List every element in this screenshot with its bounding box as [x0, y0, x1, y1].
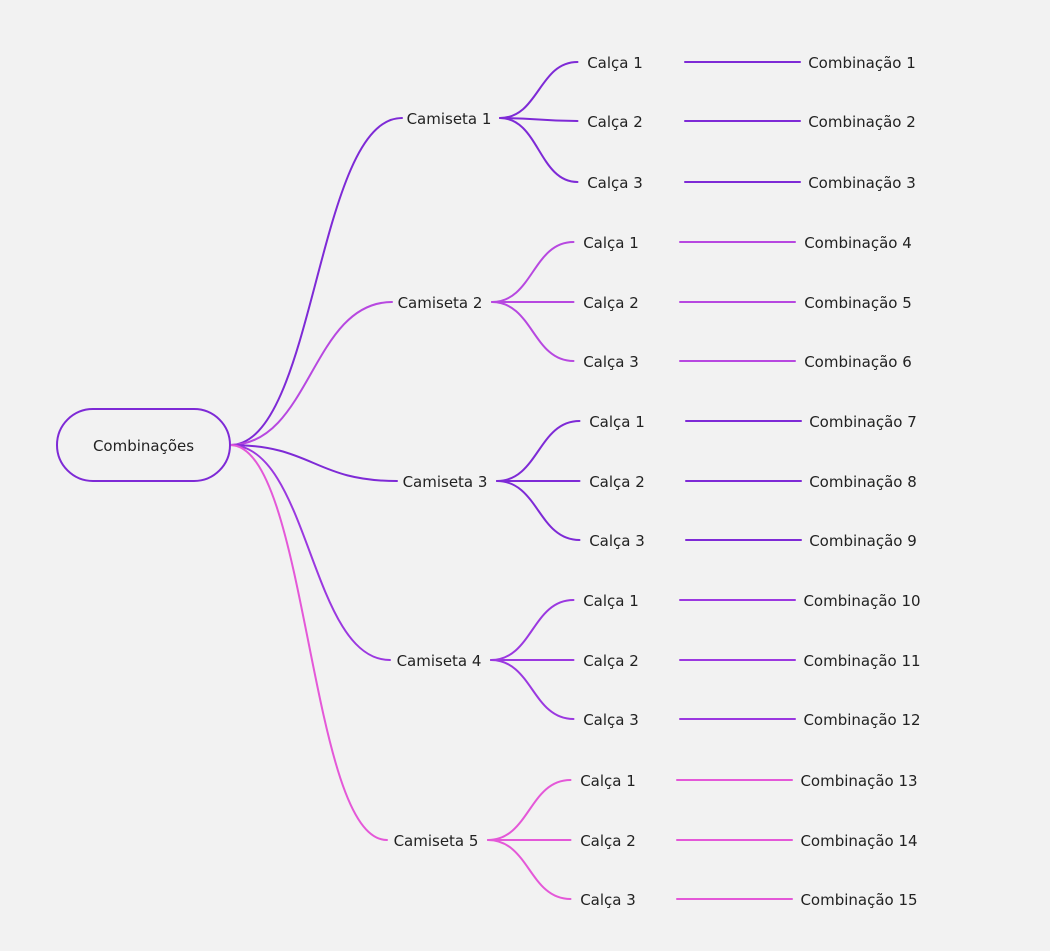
branch-label-camiseta-4[interactable]: Camiseta 4 [397, 652, 482, 670]
result-label-combinacao-4[interactable]: Combinação 4 [804, 234, 912, 252]
link-root-camiseta-3 [229, 444, 398, 482]
child-label-camiseta-4-calca-2[interactable]: Calça 2 [583, 652, 639, 670]
mind-map-links [229, 61, 802, 900]
result-label-combinacao-1[interactable]: Combinação 1 [808, 54, 916, 72]
link-camiseta-5-calca-1 [487, 779, 572, 841]
root-node-pill [56, 408, 231, 482]
result-label-combinacao-6[interactable]: Combinação 6 [804, 353, 912, 371]
child-label-camiseta-5-calca-2[interactable]: Calça 2 [580, 832, 636, 850]
result-label-combinacao-11[interactable]: Combinação 11 [803, 652, 920, 670]
child-label-camiseta-5-calca-1[interactable]: Calça 1 [580, 772, 636, 790]
branch-label-camiseta-1[interactable]: Camiseta 1 [407, 110, 492, 128]
result-label-combinacao-14[interactable]: Combinação 14 [800, 832, 917, 850]
result-label-combinacao-7[interactable]: Combinação 7 [809, 413, 917, 431]
link-camiseta-5-calca-3 [487, 839, 572, 900]
link-camiseta-1-calca-1 [499, 61, 579, 119]
child-label-camiseta-3-calca-2[interactable]: Calça 2 [589, 473, 645, 491]
branch-label-camiseta-2[interactable]: Camiseta 2 [398, 294, 483, 312]
link-root-camiseta-2 [229, 301, 393, 446]
root-node[interactable]: Combinações [56, 408, 231, 482]
result-label-combinacao-15[interactable]: Combinação 15 [800, 891, 917, 909]
child-label-camiseta-3-calca-1[interactable]: Calça 1 [589, 413, 645, 431]
result-label-combinacao-10[interactable]: Combinação 10 [803, 592, 920, 610]
child-label-camiseta-1-calca-2[interactable]: Calça 2 [587, 113, 643, 131]
link-camiseta-1-calca-2 [499, 117, 579, 122]
link-root-camiseta-4 [229, 444, 391, 661]
link-camiseta-1-calca-3 [499, 117, 579, 183]
child-label-camiseta-2-calca-2[interactable]: Calça 2 [583, 294, 639, 312]
result-label-combinacao-2[interactable]: Combinação 2 [808, 113, 916, 131]
branch-label-camiseta-3[interactable]: Camiseta 3 [403, 473, 488, 491]
branch-label-camiseta-5[interactable]: Camiseta 5 [394, 832, 479, 850]
link-camiseta-2-calca-3 [491, 301, 575, 362]
root-node-label: Combinações [93, 437, 194, 455]
result-label-combinacao-3[interactable]: Combinação 3 [808, 174, 916, 192]
mind-map-nodes: Camiseta 1 Calça 1 Combinação 1 Calça 2 Comb… [394, 54, 921, 909]
result-label-combinacao-8[interactable]: Combinação 8 [809, 473, 917, 491]
link-root-camiseta-1 [229, 117, 403, 446]
link-root-camiseta-5 [229, 444, 388, 841]
child-label-camiseta-1-calca-1[interactable]: Calça 1 [587, 54, 643, 72]
link-camiseta-2-calca-1 [491, 241, 575, 303]
child-label-camiseta-3-calca-3[interactable]: Calça 3 [589, 532, 645, 550]
link-camiseta-4-calca-1 [490, 599, 575, 661]
child-label-camiseta-2-calca-3[interactable]: Calça 3 [583, 353, 639, 371]
link-camiseta-4-calca-3 [490, 659, 575, 720]
child-label-camiseta-5-calca-3[interactable]: Calça 3 [580, 891, 636, 909]
child-label-camiseta-4-calca-3[interactable]: Calça 3 [583, 711, 639, 729]
result-label-combinacao-13[interactable]: Combinação 13 [800, 772, 917, 790]
link-camiseta-3-calca-1 [496, 420, 581, 482]
result-label-combinacao-9[interactable]: Combinação 9 [809, 532, 917, 550]
link-camiseta-3-calca-3 [496, 480, 581, 541]
child-label-camiseta-2-calca-1[interactable]: Calça 1 [583, 234, 639, 252]
result-label-combinacao-5[interactable]: Combinação 5 [804, 294, 912, 312]
result-label-combinacao-12[interactable]: Combinação 12 [803, 711, 920, 729]
child-label-camiseta-4-calca-1[interactable]: Calça 1 [583, 592, 639, 610]
child-label-camiseta-1-calca-3[interactable]: Calça 3 [587, 174, 643, 192]
